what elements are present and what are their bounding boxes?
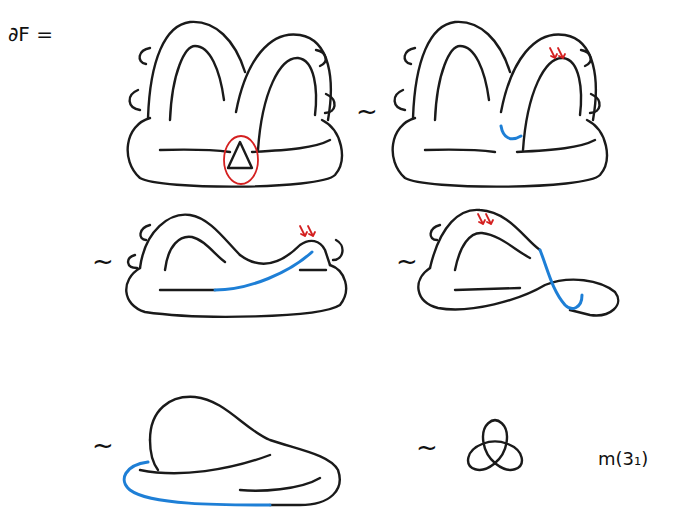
isotopy-symbol: ~ <box>396 246 418 276</box>
isotopy-step-sketch <box>126 215 346 317</box>
equation-label: ∂F = <box>8 22 53 46</box>
trefoil-knot <box>468 420 522 470</box>
knot-name: m(3₁) <box>598 448 648 469</box>
surface-boundary-sketch <box>128 22 342 187</box>
isotopy-symbol: ~ <box>416 432 438 462</box>
isotopy-step-sketch <box>418 210 618 316</box>
isotopy-symbol: ~ <box>356 96 378 126</box>
isotopy-symbol: ~ <box>92 246 114 276</box>
isotopy-step-sketch <box>393 22 607 187</box>
isotopy-symbol: ~ <box>92 430 114 460</box>
isotopy-step-sketch <box>124 397 339 505</box>
